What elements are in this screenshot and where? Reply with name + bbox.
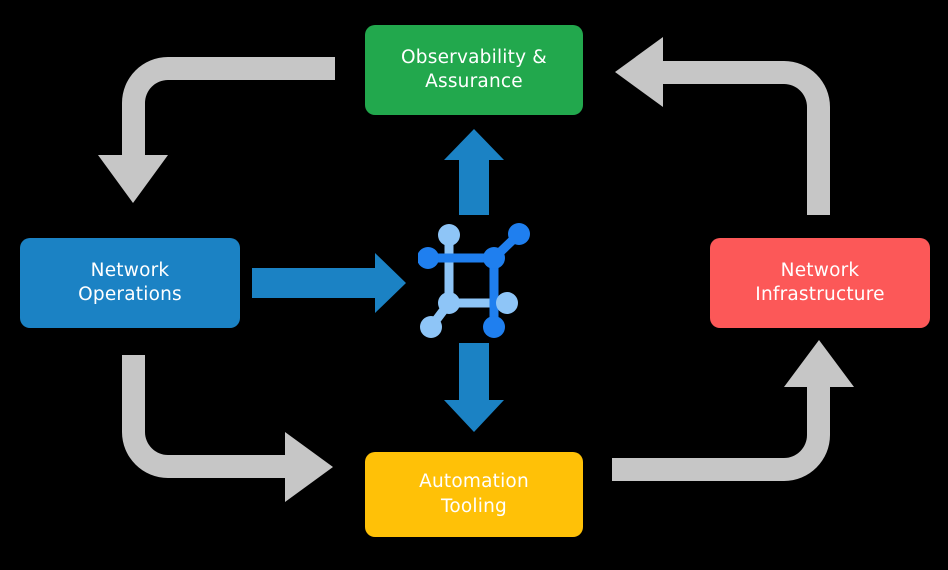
node-observability-label: Observability & Assurance xyxy=(401,46,547,92)
connector-center-to-observability xyxy=(444,129,504,215)
node-network-operations[interactable]: Network Operations xyxy=(20,238,240,328)
connector-center-to-automation xyxy=(444,343,504,432)
connector-automation-to-infrastructure xyxy=(612,340,854,481)
node-automation-tooling[interactable]: Automation Tooling xyxy=(365,452,583,537)
connector-operations-to-automation xyxy=(122,355,333,502)
node-automation-label: Automation Tooling xyxy=(419,471,529,517)
network-icon-primary-nodes xyxy=(418,223,530,338)
connector-infrastructure-to-observability xyxy=(615,37,830,215)
network-topology-icon xyxy=(418,223,530,338)
node-network-infrastructure[interactable]: Network Infrastructure xyxy=(710,238,930,328)
node-observability-and-assurance[interactable]: Observability & Assurance xyxy=(365,25,583,115)
network-icon-secondary-nodes xyxy=(420,224,518,338)
node-infrastructure-label: Network Infrastructure xyxy=(755,259,885,305)
node-operations-label: Network Operations xyxy=(78,259,182,305)
connector-observability-to-operations xyxy=(98,57,335,203)
connector-operations-to-center xyxy=(252,253,406,313)
